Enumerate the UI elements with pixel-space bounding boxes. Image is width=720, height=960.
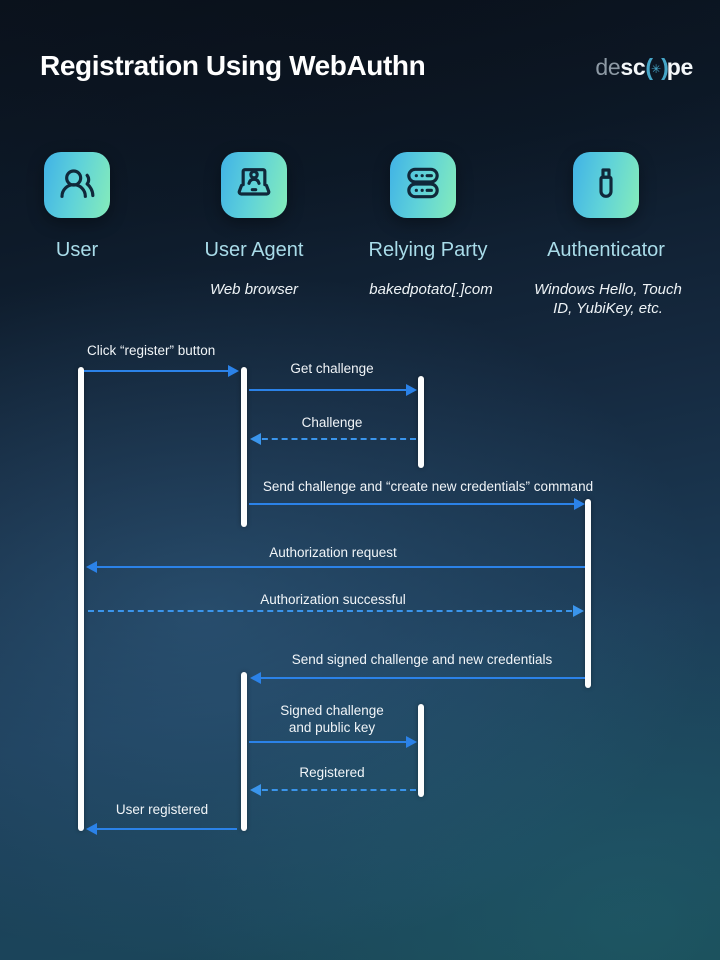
actor-label-user-agent: User Agent [204, 239, 304, 261]
message-label-auth-successful: Authorization successful [260, 592, 406, 607]
actor-subtitle-authenticator: Windows Hello, Touch ID, YubiKey, etc. [534, 281, 682, 317]
server-icon [403, 163, 443, 208]
message-arrow-send-challenge [249, 498, 585, 510]
logo-text-sc: sc [620, 54, 646, 80]
lifeline-user-agent-2 [241, 672, 247, 831]
lifeline-authenticator [585, 499, 591, 688]
message-arrow-auth-request [86, 561, 585, 573]
actor-label-relying-party: Relying Party [368, 239, 488, 261]
message-arrow-send-signed [250, 672, 585, 684]
message-arrow-registered [250, 784, 416, 796]
logo-text-de: de [595, 54, 621, 80]
message-label-signed-challenge: Signed challenge and public key [280, 703, 384, 735]
message-arrow-challenge [250, 433, 416, 445]
authenticator-tile [573, 152, 639, 218]
actor-label-user: User [55, 239, 99, 261]
lifeline-relying-party-2 [418, 704, 424, 797]
message-arrow-click-register [84, 365, 239, 377]
message-label-auth-request: Authorization request [269, 545, 397, 560]
actor-label-authenticator: Authenticator [547, 239, 665, 261]
actor-subtitle-relying-party: bakedpotato[.]com [369, 281, 493, 298]
logo-o-mark-icon: (✳) [645, 54, 668, 80]
user-agent-tile [221, 152, 287, 218]
user-tile [44, 152, 110, 218]
lifeline-user [78, 367, 84, 831]
message-arrow-auth-successful [88, 605, 584, 617]
lifeline-relying-party-1 [418, 376, 424, 468]
message-label-registered: Registered [299, 765, 365, 780]
descope-logo: desc(✳)pe [595, 54, 693, 81]
message-label-send-signed: Send signed challenge and new credential… [291, 652, 553, 667]
lifeline-user-agent-1 [241, 367, 247, 527]
users-icon [57, 163, 97, 208]
relying-party-tile [390, 152, 456, 218]
message-arrow-signed-challenge [249, 736, 417, 748]
message-arrow-get-challenge [249, 384, 417, 396]
actor-subtitle-user-agent: Web browser [209, 281, 299, 298]
message-arrow-user-registered [86, 823, 237, 835]
usb-key-icon [586, 163, 626, 208]
message-label-challenge: Challenge [301, 415, 363, 430]
page-title: Registration Using WebAuthn [40, 50, 426, 81]
laptop-user-icon [234, 163, 274, 208]
message-label-get-challenge: Get challenge [290, 361, 374, 376]
message-label-click-register: Click “register” button [87, 343, 216, 358]
message-label-send-challenge: Send challenge and “create new credentia… [262, 479, 594, 494]
logo-text-pe: pe [666, 54, 694, 80]
message-label-user-registered: User registered [115, 802, 209, 817]
